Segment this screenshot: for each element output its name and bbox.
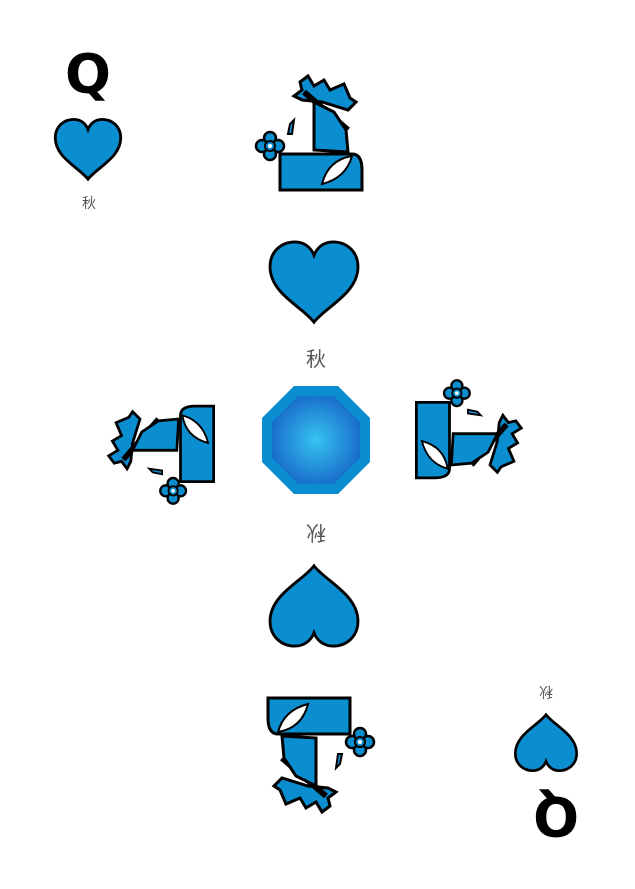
queen-figure-right-icon [414,379,524,480]
corner-suit-label-top-left: 秋 [82,196,96,212]
heart-icon [53,117,123,182]
corner-index-bottom-right: Q 秋 [510,672,590,847]
octagon-gem-icon [262,386,370,494]
corner-suit-label-bottom-right: 秋 [539,683,553,699]
queen-figure-bottom-icon [266,696,376,815]
corner-rank-bottom-right: Q [533,784,579,847]
heart-icon [268,240,360,325]
corner-rank-top-left: Q [65,43,111,106]
center-suit-label-top: 秋 [306,347,326,371]
queen-figure-icon [254,73,364,192]
center-suit-label-bottom: 秋 [306,521,326,545]
queen-figure-left-icon [106,404,216,505]
heart-icon [268,563,360,648]
heart-icon [513,712,579,773]
